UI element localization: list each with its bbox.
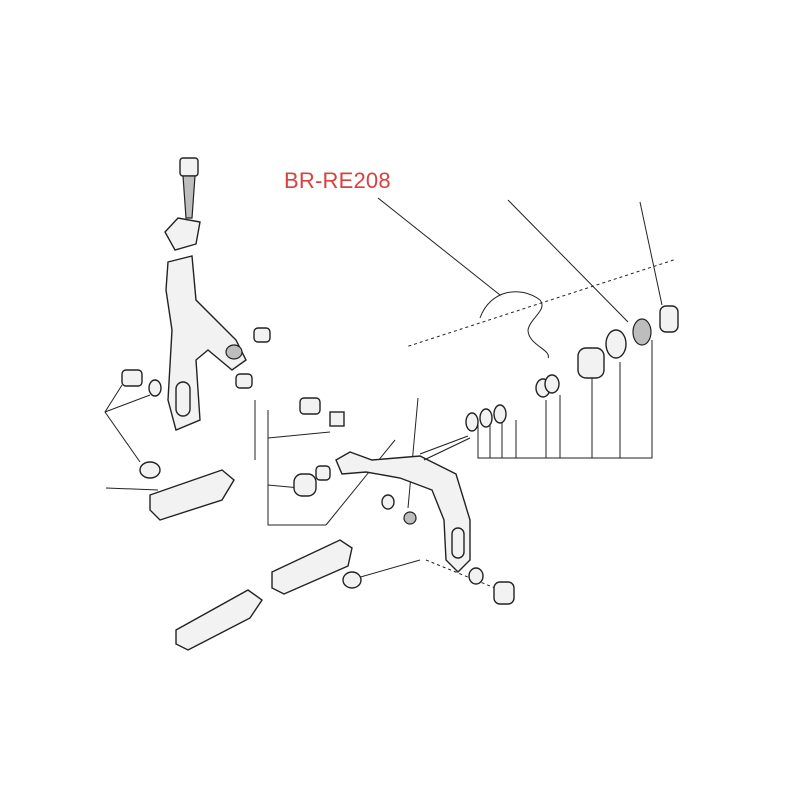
rear-caliper-arm [121,157,271,521]
model-label: BR-RE208 [284,168,391,193]
spring-and-washers [465,291,679,432]
front-caliper-arm [175,397,515,651]
